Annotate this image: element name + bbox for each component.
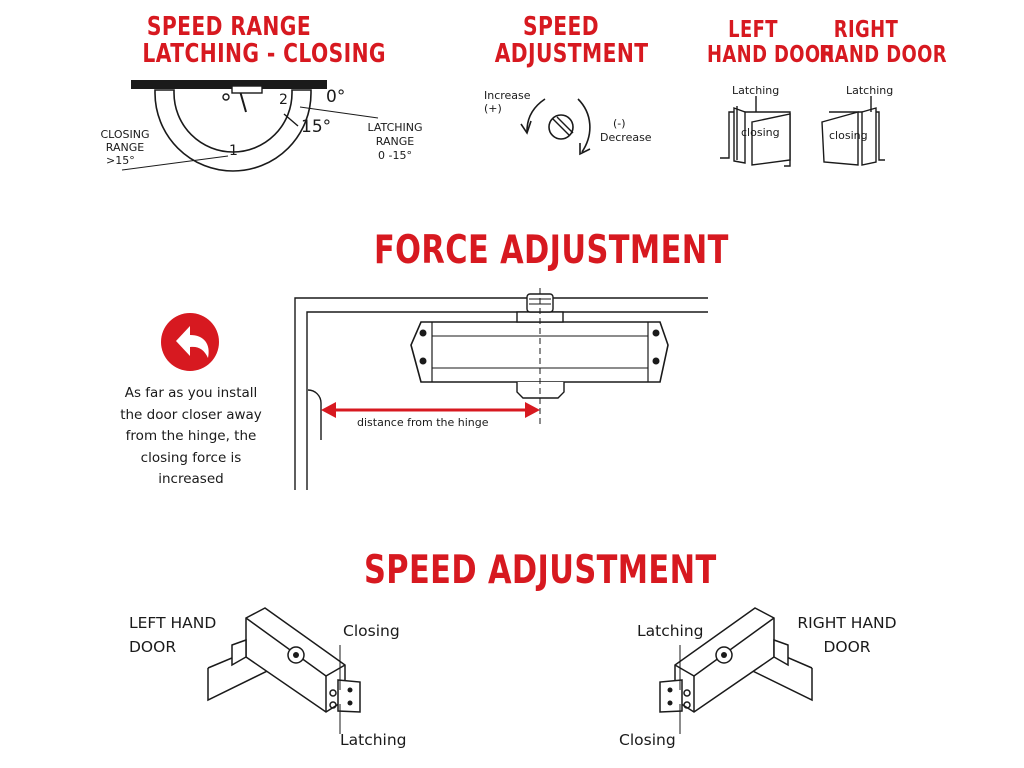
valve-screw bbox=[548, 114, 574, 140]
decrease-arrow-curve bbox=[577, 98, 591, 153]
door-frame-inner bbox=[306, 311, 708, 490]
latching-range-line1: LATCHING bbox=[367, 121, 423, 134]
closing-range-line1: CLOSING bbox=[100, 128, 150, 141]
speed-adjustment-small-title: SPEED ADJUSTMENT bbox=[494, 12, 649, 69]
speed-adjustment-large-title: SPEED ADJUSTMENT bbox=[364, 548, 717, 593]
pivot-point bbox=[222, 93, 230, 101]
door-frame-outer bbox=[294, 297, 708, 490]
right-hand-door-title: RIGHT HAND DOOR bbox=[819, 17, 947, 68]
right-valve-latching bbox=[683, 689, 691, 697]
right-hand-door-title-line1: RIGHT bbox=[833, 17, 899, 43]
force-description-line4: closing force is bbox=[140, 449, 242, 466]
left-closer-bracket bbox=[337, 679, 361, 713]
closing-range-line3: >15° bbox=[106, 154, 135, 167]
decrease-text: Decrease bbox=[600, 131, 652, 144]
decrease-label: (-) Decrease bbox=[600, 117, 652, 145]
right-door-leaf-a bbox=[821, 111, 859, 166]
speed-range-arc bbox=[154, 89, 312, 172]
left-door-latching-label: Latching bbox=[732, 84, 780, 97]
increase-label: Increase (+) bbox=[484, 89, 531, 115]
decrease-arrow-head bbox=[579, 143, 591, 156]
force-adjustment-title: FORCE ADJUSTMENT bbox=[374, 228, 729, 273]
left-latching-label: Latching bbox=[340, 731, 407, 749]
latching-range-line3: 0 -15° bbox=[378, 149, 412, 162]
speed-range-pointer bbox=[239, 90, 247, 113]
zero-degree-label: 0° bbox=[326, 87, 346, 107]
force-description-line5: increased bbox=[158, 471, 224, 487]
left-hand-door-title-line2: HAND DOOR bbox=[706, 42, 835, 68]
left-closer-illustration bbox=[207, 607, 361, 734]
left-hand-door-caption-line1: LEFT HAND bbox=[129, 614, 217, 632]
speed-range-diagram bbox=[121, 80, 379, 172]
left-hand-door-caption-line2: DOOR bbox=[129, 638, 177, 656]
force-adjustment-diagram bbox=[294, 288, 708, 490]
left-hand-door-caption: LEFT HAND DOOR bbox=[129, 611, 216, 659]
right-closing-label: Closing bbox=[619, 731, 676, 749]
left-closer-endcap bbox=[231, 638, 247, 667]
speed-range-title-line1: SPEED RANGE bbox=[146, 12, 312, 42]
right-hand-door-caption: RIGHT HAND DOOR bbox=[791, 611, 903, 659]
right-closer-endcap bbox=[773, 638, 789, 667]
speed-adjustment-small-line1: SPEED bbox=[523, 12, 599, 42]
left-door-leaf-b bbox=[751, 113, 791, 166]
right-latching-label: Latching bbox=[637, 622, 704, 640]
left-door-closing-label: closing bbox=[741, 126, 780, 139]
distance-arrow-head-left bbox=[321, 402, 336, 418]
hinge-leaf bbox=[307, 389, 322, 440]
left-closing-label: Closing bbox=[343, 622, 400, 640]
closer-screw-tr bbox=[652, 329, 660, 337]
speed-range-title: SPEED RANGE LATCHING - CLOSING bbox=[142, 12, 386, 69]
force-description-line2: the door closer away bbox=[120, 406, 262, 423]
speed-range-frame-bar bbox=[131, 80, 327, 89]
left-hand-door-icon bbox=[720, 96, 791, 167]
force-description-line3: from the hinge, the bbox=[125, 428, 257, 444]
right-hand-door-icon bbox=[821, 96, 885, 166]
closing-range-line2: RANGE bbox=[105, 141, 145, 154]
left-valve-latching bbox=[329, 701, 337, 709]
force-adjustment-description: As far as you install the door closer aw… bbox=[96, 383, 286, 491]
increase-text: Increase bbox=[484, 89, 531, 102]
right-closer-illustration bbox=[659, 607, 813, 734]
increase-arrow-head bbox=[520, 120, 532, 135]
speed-adjustment-small-line2: ADJUSTMENT bbox=[494, 39, 649, 69]
left-door-frame bbox=[720, 111, 791, 167]
pivot-bracket bbox=[231, 85, 263, 94]
right-closer-bracket bbox=[659, 679, 683, 713]
closing-range-leader bbox=[121, 155, 229, 171]
left-hand-door-title-line1: LEFT bbox=[728, 17, 778, 43]
force-description-line1: As far as you install bbox=[124, 385, 258, 401]
closing-range-label: CLOSING RANGE >15° bbox=[94, 128, 156, 167]
marker-2-label: 2 bbox=[279, 92, 288, 108]
increase-arrow-curve bbox=[526, 98, 546, 132]
right-hand-door-title-line2: HAND DOOR bbox=[819, 42, 947, 68]
right-door-closing-label: closing bbox=[829, 129, 868, 142]
increase-sign: (+) bbox=[484, 102, 502, 115]
right-hand-door-caption-line1: RIGHT HAND bbox=[797, 614, 897, 632]
right-door-frame bbox=[829, 111, 885, 161]
closer-screw-bl bbox=[419, 357, 427, 365]
closer-screw-tl bbox=[419, 329, 427, 337]
fifteen-degree-divider bbox=[283, 113, 299, 127]
latching-range-label: LATCHING RANGE 0 -15° bbox=[359, 121, 431, 163]
marker-1-label: 1 bbox=[229, 143, 238, 159]
valve-slot-b bbox=[556, 116, 574, 134]
latching-range-line2: RANGE bbox=[375, 135, 415, 148]
distance-from-hinge-label: distance from the hinge bbox=[357, 416, 489, 429]
right-hand-door-caption-line2: DOOR bbox=[823, 638, 871, 656]
undo-arrow-icon bbox=[161, 313, 219, 371]
valve-slot-a bbox=[552, 118, 570, 136]
speed-valve-diagram bbox=[520, 98, 591, 156]
decrease-sign: (-) bbox=[613, 117, 626, 130]
right-door-latching-label: Latching bbox=[846, 84, 894, 97]
left-hand-door-title: LEFT HAND DOOR bbox=[706, 17, 835, 68]
speed-range-title-line2: LATCHING - CLOSING bbox=[142, 39, 386, 69]
fifteen-degree-label: 15° bbox=[301, 117, 332, 137]
left-valve-closing bbox=[329, 689, 337, 697]
latching-range-leader bbox=[299, 106, 379, 119]
distance-arrow-head-right bbox=[525, 402, 540, 418]
right-valve-closing bbox=[683, 701, 691, 709]
closer-screw-br bbox=[652, 357, 660, 365]
